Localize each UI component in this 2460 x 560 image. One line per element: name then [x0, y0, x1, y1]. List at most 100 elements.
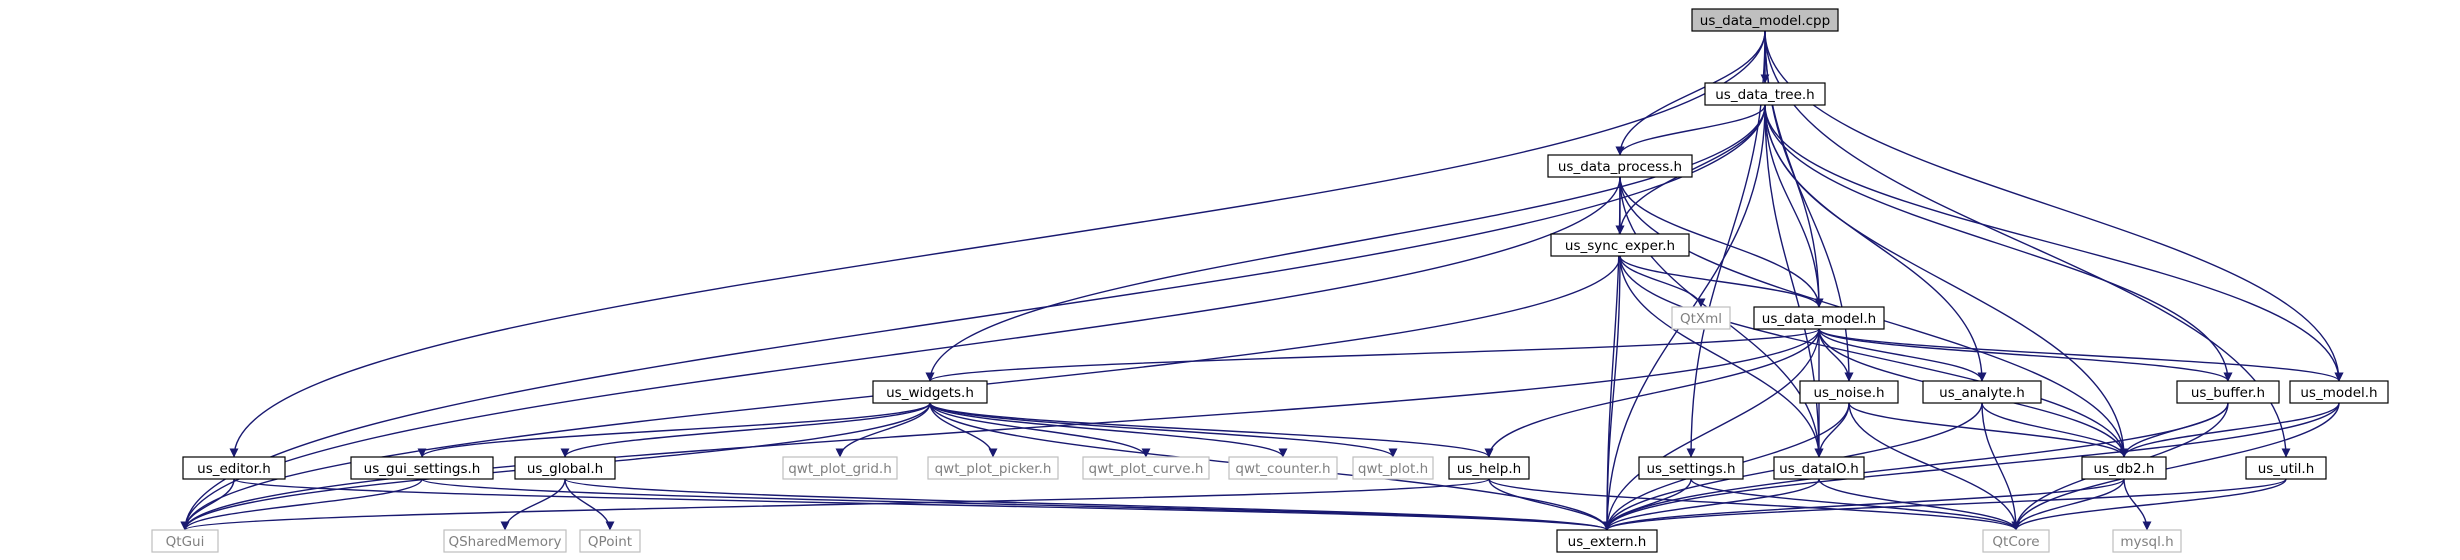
edge-us_db2_h-to-us_extern_h — [1602, 478, 2125, 531]
node-box-us_editor_h — [182, 456, 286, 480]
node-box-us_gui_settings_h — [350, 456, 494, 480]
node-box-us_settings_h — [1638, 456, 1744, 480]
node-box-QtXml — [1671, 306, 1731, 330]
node-us_buffer_h[interactable]: us_buffer.h — [2176, 380, 2280, 404]
node-box-us_buffer_h — [2176, 380, 2280, 404]
edge-us_global_h-to-QPoint — [564, 478, 615, 531]
node-label-mysql_h: mysql.h — [2120, 534, 2173, 550]
node-label-QSharedMemory: QSharedMemory — [448, 534, 561, 550]
edge-us_widgets_h-to-us_help_h — [929, 402, 1494, 458]
node-us_widgets_h[interactable]: us_widgets.h — [872, 380, 988, 404]
node-label-us_data_tree_h: us_data_tree.h — [1715, 87, 1815, 103]
edge-us_data_model_cpp-to-us_data_process_h — [1615, 30, 1766, 156]
node-label-us_editor_h: us_editor.h — [197, 461, 271, 477]
edge-us_sync_exper_h-to-us_db2_h — [1619, 255, 2129, 458]
node-label-us_analyte_h: us_analyte.h — [1939, 385, 2025, 401]
edge-us_analyte_h-to-us_db2_h — [1981, 402, 2129, 458]
edge-us_widgets_h-to-qwt_plot_picker_h — [929, 402, 998, 458]
node-label-QPoint: QPoint — [588, 534, 632, 550]
edge-us_data_model_h-to-us_widgets_h — [925, 328, 1820, 382]
edge-us_data_tree_h-to-us_data_model_h — [1764, 104, 1824, 308]
edge-us_data_tree_h-to-QtGui — [180, 104, 1766, 531]
node-box-QtCore — [1982, 529, 2050, 553]
node-qwt_counter_h: qwt_counter.h — [1228, 456, 1338, 480]
node-us_model_h[interactable]: us_model.h — [2289, 380, 2389, 404]
node-box-qwt_counter_h — [1228, 456, 1338, 480]
edge-us_help_h-to-us_extern_h — [1488, 478, 1612, 531]
node-label-us_data_model_h: us_data_model.h — [1762, 311, 1876, 327]
node-label-us_widgets_h: us_widgets.h — [886, 385, 974, 401]
edge-us_noise_h-to-QtCore — [1848, 402, 2021, 531]
edge-us_widgets_h-to-qwt_plot_curve_h — [929, 402, 1151, 458]
edge-us_data_tree_h-to-us_buffer_h — [1764, 104, 2233, 382]
edge-us_widgets_h-to-qwt_plot_h — [929, 402, 1398, 458]
node-label-us_gui_settings_h: us_gui_settings.h — [364, 461, 481, 477]
node-box-us_sync_exper_h — [1550, 233, 1690, 257]
edge-us_util_h-to-QtCore — [2011, 478, 2287, 531]
node-label-us_noise_h: us_noise.h — [1813, 385, 1884, 401]
edge-us_data_tree_h-to-us_widgets_h — [925, 104, 1766, 382]
node-label-us_util_h: us_util.h — [2258, 461, 2315, 477]
node-us_editor_h[interactable]: us_editor.h — [182, 456, 286, 480]
node-box-us_data_process_h — [1547, 154, 1693, 178]
node-us_data_model_h[interactable]: us_data_model.h — [1753, 306, 1885, 330]
node-qwt_plot_grid_h: qwt_plot_grid.h — [782, 456, 898, 480]
edge-us_global_h-to-us_extern_h — [564, 478, 1612, 531]
node-box-us_data_tree_h — [1704, 82, 1826, 106]
edge-us_buffer_h-to-us_extern_h — [1602, 402, 2229, 531]
node-label-us_data_model_cpp: us_data_model.cpp — [1700, 13, 1830, 29]
edge-us_help_h-to-QtCore — [1488, 478, 2021, 531]
node-us_data_model_cpp[interactable]: us_data_model.cpp — [1691, 8, 1839, 32]
edge-us_noise_h-to-us_db2_h — [1848, 402, 2129, 458]
node-label-us_extern_h: us_extern.h — [1568, 534, 1647, 550]
node-box-us_data_model_cpp — [1691, 8, 1839, 32]
node-box-us_dataIO_h — [1773, 456, 1865, 480]
edge-us_widgets_h-to-qwt_plot_grid_h — [835, 402, 931, 458]
edge-us_model_h-to-us_extern_h — [1602, 402, 2340, 531]
node-qwt_plot_picker_h: qwt_plot_picker.h — [927, 456, 1059, 480]
edge-us_sync_exper_h-to-us_extern_h — [1602, 255, 1621, 531]
node-QtCore: QtCore — [1982, 529, 2050, 553]
node-QPoint: QPoint — [579, 529, 641, 553]
edge-us_analyte_h-to-QtCore — [1981, 402, 2021, 531]
edge-us_dataIO_h-to-QtCore — [1818, 478, 2021, 531]
node-label-qwt_plot_picker_h: qwt_plot_picker.h — [935, 461, 1052, 477]
node-us_global_h[interactable]: us_global.h — [514, 456, 616, 480]
node-us_data_process_h[interactable]: us_data_process.h — [1547, 154, 1693, 178]
node-us_data_tree_h[interactable]: us_data_tree.h — [1704, 82, 1826, 106]
edge-us_editor_h-to-us_extern_h — [233, 478, 1611, 531]
node-us_settings_h[interactable]: us_settings.h — [1638, 456, 1744, 480]
node-us_gui_settings_h[interactable]: us_gui_settings.h — [350, 456, 494, 480]
edge-us_util_h-to-us_extern_h — [1602, 478, 2287, 531]
node-box-us_db2_h — [2081, 456, 2167, 480]
node-label-qwt_plot_h: qwt_plot.h — [1358, 461, 1428, 477]
node-QSharedMemory: QSharedMemory — [443, 529, 567, 553]
node-box-QtGui — [151, 529, 219, 553]
edge-us_gui_settings_h-to-QtGui — [180, 478, 423, 531]
edge-us_widgets_h-to-qwt_counter_h — [929, 402, 1288, 458]
node-label-us_data_process_h: us_data_process.h — [1558, 159, 1682, 175]
edge-us_sync_exper_h-to-QtXml — [1619, 255, 1706, 308]
node-us_sync_exper_h[interactable]: us_sync_exper.h — [1550, 233, 1690, 257]
edge-us_model_h-to-us_db2_h — [2119, 402, 2340, 458]
node-box-us_extern_h — [1556, 529, 1658, 553]
node-us_noise_h[interactable]: us_noise.h — [1799, 380, 1899, 404]
node-label-qwt_plot_grid_h: qwt_plot_grid.h — [788, 461, 892, 477]
node-us_help_h[interactable]: us_help.h — [1448, 456, 1530, 480]
node-us_db2_h[interactable]: us_db2.h — [2081, 456, 2167, 480]
node-us_dataIO_h[interactable]: us_dataIO.h — [1773, 456, 1865, 480]
node-us_extern_h[interactable]: us_extern.h — [1556, 529, 1658, 553]
edge-us_data_process_h-to-us_data_model_h — [1619, 176, 1824, 308]
node-us_util_h[interactable]: us_util.h — [2245, 456, 2327, 480]
edge-us_global_h-to-QSharedMemory — [500, 478, 566, 531]
edge-us_noise_h-to-us_dataIO_h — [1814, 402, 1850, 458]
node-box-mysql_h — [2112, 529, 2182, 553]
node-box-us_widgets_h — [872, 380, 988, 404]
node-label-QtGui: QtGui — [166, 534, 205, 550]
edge-us_settings_h-to-us_extern_h — [1602, 478, 1692, 531]
node-us_analyte_h[interactable]: us_analyte.h — [1922, 380, 2042, 404]
edge-us_data_model_cpp-to-us_editor_h — [229, 30, 1766, 458]
node-box-qwt_plot_grid_h — [782, 456, 898, 480]
node-mysql_h: mysql.h — [2112, 529, 2182, 553]
